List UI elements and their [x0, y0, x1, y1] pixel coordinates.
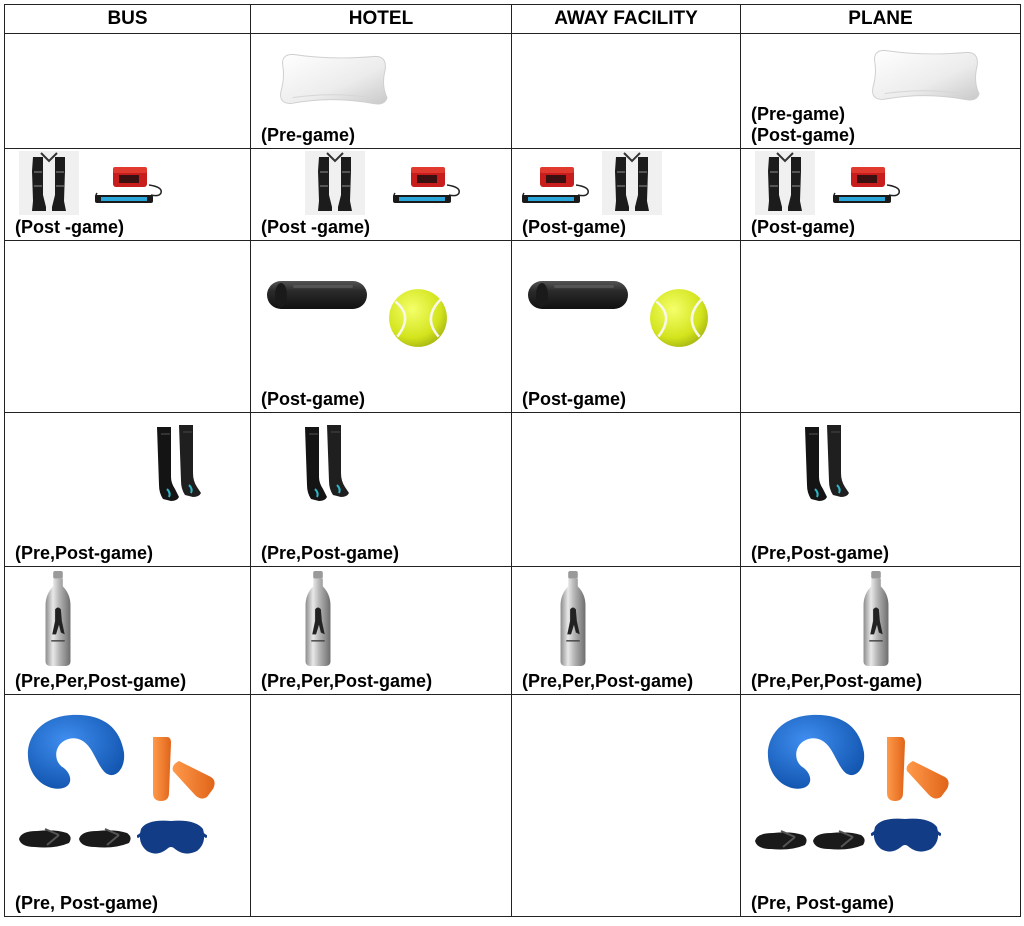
header-row: BUS HOTEL AWAY FACILITY PLANE: [4, 4, 1021, 34]
foam-roller-icon: [263, 275, 373, 315]
tennis-ball-icon: [648, 287, 710, 349]
cell-bus-bottle: (Pre,Per,Post-game): [4, 566, 251, 695]
water-bottle-icon: [43, 571, 73, 667]
cell-away-pillow: [511, 33, 741, 149]
flip-flops-icon: [751, 825, 811, 855]
cell-plane-bottle: (Pre,Per,Post-game): [740, 566, 1021, 695]
compression-pump-icon: [829, 163, 905, 207]
cell-hotel-pillow: (Pre-game): [250, 33, 512, 149]
cell-away-roller: (Post-game): [511, 240, 741, 413]
cell-plane-pillow: (Pre-game) (Post-game): [740, 33, 1021, 149]
cell-away-compression: (Post-game): [511, 148, 741, 241]
tennis-ball-icon: [387, 287, 449, 349]
cell-plane-compression: (Post-game): [740, 148, 1021, 241]
eye-mask-icon: [871, 813, 941, 857]
flip-flops-icon: [75, 823, 135, 853]
compression-socks-icon: [153, 423, 203, 503]
cell-label: (Pre,Per,Post-game): [15, 671, 187, 691]
cell-label: (Pre,Post-game): [751, 543, 890, 563]
pillow-icon: [865, 44, 983, 104]
cell-bus-pillow: [4, 33, 251, 149]
cell-label: (Pre,Per,Post-game): [751, 671, 923, 691]
compression-socks-icon: [801, 423, 851, 503]
table-row: (Pre,Per,Post-game) (Pre,Per,Post-game) …: [4, 566, 1021, 695]
compression-pump-icon: [389, 163, 465, 207]
water-bottle-icon: [861, 571, 891, 667]
cell-hotel-roller: (Post-game): [250, 240, 512, 413]
cell-label: (Pre, Post-game): [15, 893, 159, 913]
cell-label: (Post -game): [15, 217, 125, 237]
cell-label: (Pre,Post-game): [15, 543, 154, 563]
earplugs-icon: [141, 731, 221, 811]
cell-label: (Post-game): [261, 389, 366, 409]
neck-pillow-icon: [21, 709, 131, 797]
water-bottle-icon: [303, 571, 333, 667]
table-row: (Pre,Post-game) (Pre,Post-game) (Pre,Pos…: [4, 412, 1021, 567]
cell-bus-compression: (Post -game): [4, 148, 251, 241]
cell-label: (Pre,Post-game): [261, 543, 400, 563]
compression-pump-icon: [518, 163, 594, 207]
water-bottle-icon: [558, 571, 588, 667]
cell-bus-socks: (Pre,Post-game): [4, 412, 251, 567]
earplugs-icon: [875, 731, 955, 811]
cell-away-socks: [511, 412, 741, 567]
cell-away-bottle: (Pre,Per,Post-game): [511, 566, 741, 695]
items-table: BUS HOTEL AWAY FACILITY PLANE (Pre-game)…: [4, 4, 1021, 917]
cell-hotel-bottle: (Pre,Per,Post-game): [250, 566, 512, 695]
cell-label: (Pre-game) (Post-game): [751, 104, 856, 145]
cell-away-travel-kit: [511, 694, 741, 917]
compression-pump-icon: [91, 163, 167, 207]
compression-socks-icon: [301, 423, 351, 503]
header-hotel: HOTEL: [250, 4, 512, 34]
cell-label: (Post-game): [751, 217, 856, 237]
table-row: (Post -game) (Post -game) (Post-game) (P…: [4, 148, 1021, 241]
neck-pillow-icon: [761, 709, 871, 797]
cell-bus-roller: [4, 240, 251, 413]
pillow-icon: [273, 48, 391, 108]
foam-roller-icon: [524, 275, 634, 315]
cell-hotel-compression: (Post -game): [250, 148, 512, 241]
cell-label: (Pre,Per,Post-game): [261, 671, 433, 691]
cell-plane-travel-kit: (Pre, Post-game): [740, 694, 1021, 917]
cell-label: (Pre, Post-game): [751, 893, 895, 913]
cell-hotel-socks: (Pre,Post-game): [250, 412, 512, 567]
compression-boots-icon: [305, 151, 365, 215]
cell-hotel-travel-kit: [250, 694, 512, 917]
cell-label: (Post-game): [522, 217, 627, 237]
cell-label: (Post -game): [261, 217, 371, 237]
cell-label: (Pre,Per,Post-game): [522, 671, 694, 691]
table-row: (Pre, Post-game) (Pre, Post-game): [4, 694, 1021, 917]
cell-plane-socks: (Pre,Post-game): [740, 412, 1021, 567]
header-away-facility: AWAY FACILITY: [511, 4, 741, 34]
eye-mask-icon: [137, 815, 207, 859]
header-plane: PLANE: [740, 4, 1021, 34]
compression-boots-icon: [755, 151, 815, 215]
table-row: (Pre-game) (Pre-game) (Post-game): [4, 33, 1021, 149]
table-row: (Post-game) (Post-game): [4, 240, 1021, 413]
flip-flops-icon: [809, 825, 869, 855]
header-bus: BUS: [4, 4, 251, 34]
flip-flops-icon: [15, 823, 75, 853]
cell-label: (Post-game): [522, 389, 627, 409]
compression-boots-icon: [19, 151, 79, 215]
cell-bus-travel-kit: (Pre, Post-game): [4, 694, 251, 917]
compression-boots-icon: [602, 151, 662, 215]
cell-label: (Pre-game): [261, 125, 356, 145]
cell-plane-roller: [740, 240, 1021, 413]
